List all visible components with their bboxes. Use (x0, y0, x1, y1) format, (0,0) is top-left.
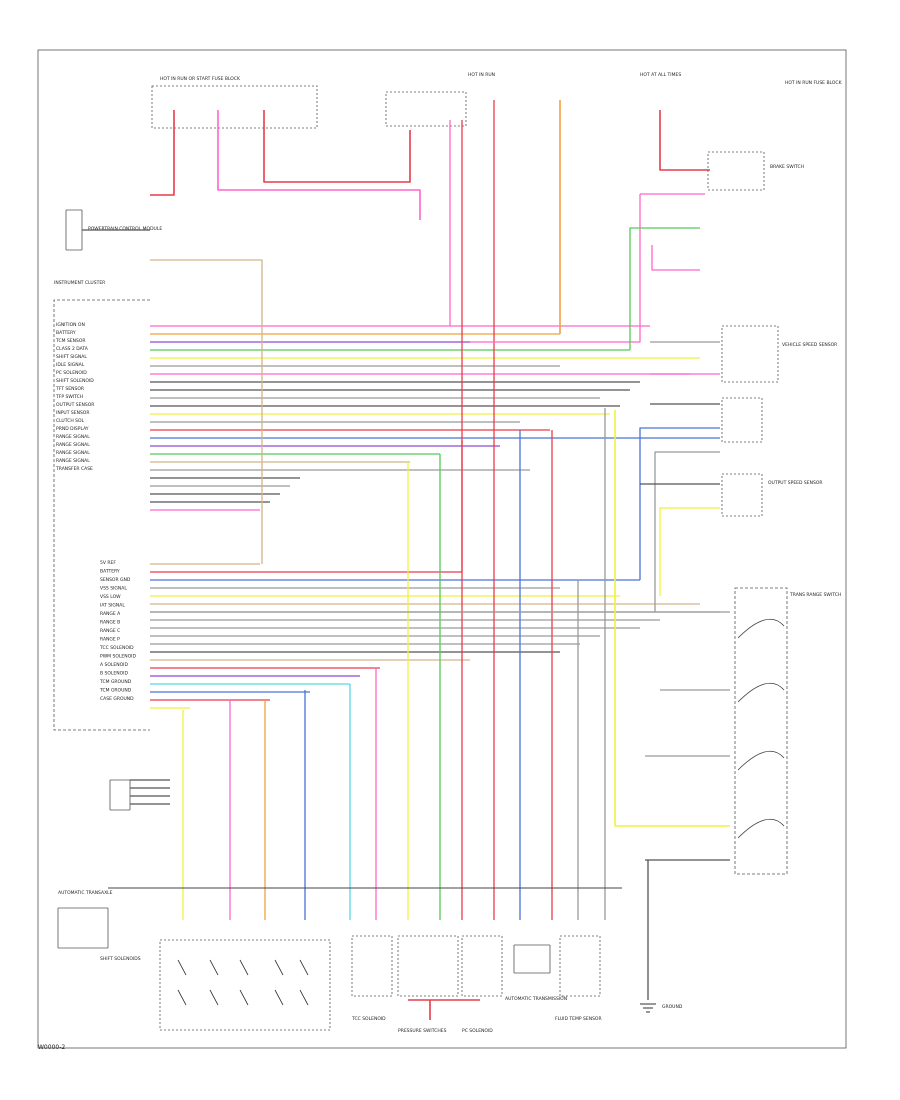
cluster-pin-label: RANGE SIGNAL (56, 442, 90, 448)
hot-run-label: HOT IN RUN (468, 72, 495, 78)
sensor-wire (639, 427, 720, 580)
data-link-connector (109, 779, 131, 811)
cluster-pin-label: VSS LOW (100, 594, 121, 600)
brake-switch (707, 151, 765, 191)
sensor-wire (659, 507, 720, 596)
fuse-relay-box (385, 91, 467, 127)
tcc-solenoid-label: TCC SOLENOID (351, 1016, 386, 1022)
cluster-pin-label: CLASS 2 DATA (56, 346, 89, 352)
cluster-pin-label: IGNITION ON (56, 322, 85, 328)
speed-sensor-right-label: OUTPUT SPEED SENSOR (768, 480, 823, 486)
sensor-wire (651, 245, 700, 271)
cluster-pin-label: RANGE SIGNAL (56, 450, 90, 456)
pc-solenoid-label: PC SOLENOID (462, 1028, 493, 1034)
cluster-pin-label: RANGE SIGNAL (56, 434, 90, 440)
cluster-pin-label: CASE GROUND (100, 696, 134, 702)
pcm-connector-label: POWERTRAIN CONTROL MODULE (88, 226, 162, 232)
cluster-pin-label: B SOLENOID (100, 671, 129, 677)
solenoid-block (159, 939, 331, 1031)
cluster-pin-label: TCM GROUND (99, 688, 132, 694)
cluster-pin-label: PC SOLENOID (56, 370, 87, 376)
pc-solenoid (461, 935, 503, 997)
range-switch-label: TRANS RANGE SWITCH (789, 592, 841, 598)
supply-wire (460, 120, 463, 573)
cluster-pin-label: OUTPUT SENSOR (56, 402, 94, 408)
ground-label: GROUND (662, 1004, 683, 1010)
cluster-pin-label: A SOLENOID (100, 662, 128, 668)
hot-at-all-times-label: HOT AT ALL TIMES (640, 72, 681, 78)
cluster-pin-label: RANGE SIGNAL (56, 458, 90, 464)
solenoid-switch (209, 959, 219, 1006)
fuse-block-top (151, 85, 318, 129)
solenoid-switch (274, 959, 284, 1006)
cluster-pin-label: 5V REF (100, 560, 116, 566)
fluid-temp-block (559, 935, 601, 997)
tcm-label: AUTOMATIC TRANSMISSION (505, 996, 567, 1002)
supply-wire (150, 110, 175, 196)
range-contact (737, 818, 785, 839)
supply-wire (659, 110, 710, 171)
cluster-pin-label: INPUT SENSOR (56, 410, 89, 416)
cluster-pin-label: SHIFT SIGNAL (56, 354, 87, 360)
cluster-pin-label: PRND DISPLAY (56, 426, 89, 432)
solenoid-switch (299, 959, 309, 1006)
tcc-solenoid (351, 935, 393, 997)
cluster-pin-label: IDLE SIGNAL (56, 362, 85, 368)
range-wire (614, 410, 730, 827)
cluster-pin-label: TFP SWITCH (55, 394, 83, 400)
cluster-pin-label: TFT SENSOR (55, 386, 84, 392)
cluster-pin-label: RANGE P (100, 637, 120, 643)
cluster-pin-label: SENSOR GND (100, 577, 131, 583)
cluster-pin-label: BATTERY (56, 330, 76, 336)
supply-wire (150, 259, 263, 564)
cluster-pin-label: RANGE A (100, 611, 121, 617)
cluster-pin-label: VSS SIGNAL (100, 586, 127, 592)
ground-symbol (640, 1003, 656, 1013)
fluid-temp-label: FLUID TEMP SENSOR (555, 1016, 602, 1022)
pressure-switch-block (397, 935, 459, 997)
page-code: W0000-2 (38, 1044, 66, 1051)
cluster-pin-label: PWM SOLENOID (100, 654, 136, 660)
range-switch (734, 587, 788, 875)
cluster-pin-label: TCC SOLENOID (99, 645, 134, 651)
switch-block (721, 397, 763, 443)
cluster-pin-label: TCM GROUND (99, 679, 132, 685)
solenoid-switch (239, 959, 249, 1006)
brake-switch-label: BRAKE SWITCH (770, 164, 804, 170)
cluster-pin-label: BATTERY (100, 569, 120, 575)
sensor-wire (470, 194, 641, 343)
speaker-connector (65, 209, 83, 251)
bus-label: AUTOMATIC TRANSAXLE (58, 890, 113, 896)
bus-label-box (57, 907, 109, 949)
page-border (37, 49, 847, 1049)
cluster-pin-label: IAT SIGNAL (100, 603, 125, 609)
cluster-pin-label: RANGE C (100, 628, 120, 634)
range-contact (737, 750, 785, 771)
fluid-temp-sensor (513, 944, 551, 974)
sensor-wire (654, 451, 720, 612)
pressure-switches-label: PRESSURE SWITCHES (398, 1028, 447, 1034)
supply-wire (263, 110, 411, 183)
range-contact (737, 682, 785, 703)
speed-sensor-top (721, 325, 779, 383)
cluster-boundary (53, 299, 150, 731)
cluster-pin-label: CLUTCH SOL (56, 418, 85, 424)
supply-wire (217, 110, 421, 220)
fuse-block-label: HOT IN RUN OR START FUSE BLOCK (160, 76, 241, 82)
sensor-wire (629, 227, 700, 350)
cluster-pin-label: TRANSFER CASE (55, 466, 93, 472)
solenoids-label: SHIFT SOLENOIDS (100, 956, 141, 962)
cluster-pin-label: RANGE B (100, 620, 120, 626)
cluster-pin-label: TCM SENSOR (55, 338, 86, 344)
speed-sensor-right (721, 473, 763, 517)
cluster-label: INSTRUMENT CLUSTER (54, 280, 105, 286)
speed-sensor-top-label: VEHICLE SPEED SENSOR (782, 342, 837, 348)
cluster-pin-label: SHIFT SOLENOID (56, 378, 94, 384)
fuse-right-label: HOT IN RUN FUSE BLOCK (785, 80, 843, 86)
range-contact (737, 618, 785, 639)
solenoid-switch (177, 959, 187, 1006)
